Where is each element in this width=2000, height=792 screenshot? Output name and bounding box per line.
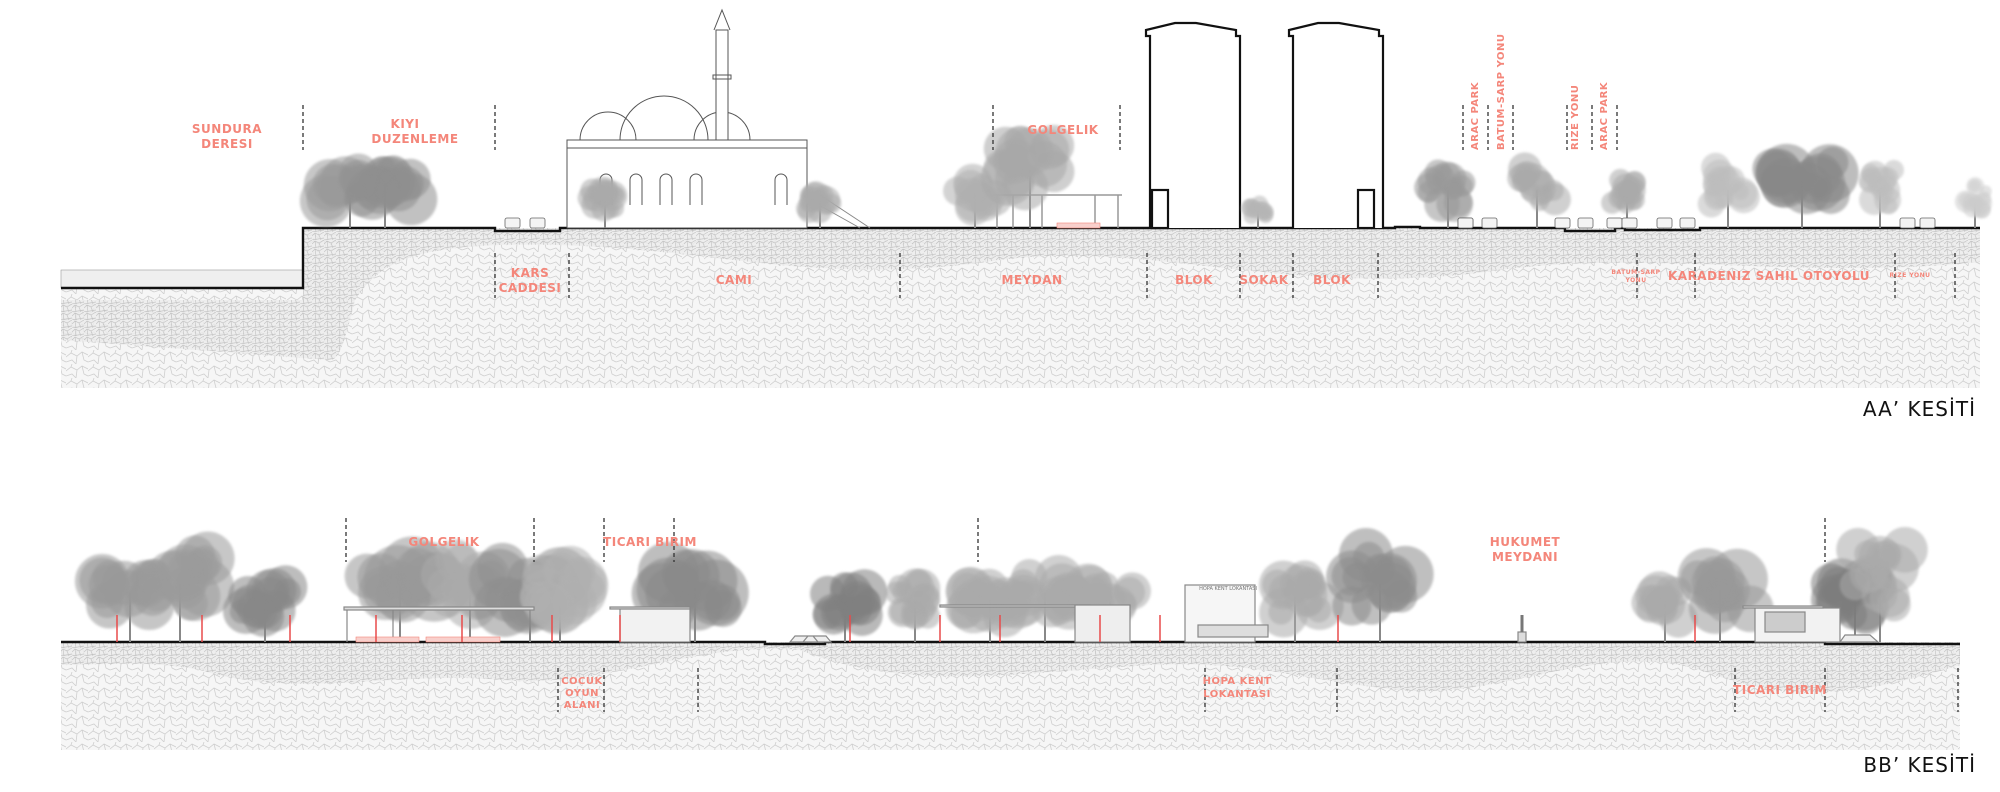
aa-ground-dense-layer: [61, 228, 1980, 360]
label-arac-park-2: ARAC PARK: [1599, 81, 1610, 150]
label-sokak: SOKAK: [1239, 273, 1288, 287]
tree-icon: [1836, 526, 1928, 642]
tree-icon: [1631, 571, 1698, 642]
label-rize-yonu: RIZE YONU: [1570, 85, 1581, 150]
label-cocuk-oyun-alani-3: ALANI: [564, 700, 600, 711]
label-hukumet-meydani-1: HUKUMET: [1490, 535, 1561, 549]
label-kars-caddesi-2: CADDESI: [499, 281, 562, 295]
label-ticari-birim-lower: TICARI BIRIM: [1733, 683, 1827, 697]
tree-icon: [993, 555, 1097, 642]
tree-icon: [1954, 177, 1992, 228]
label-batum-sarp-small-2: YONU: [1624, 277, 1646, 284]
label-batum-sarp-yonu: BATUM-SARP YONU: [1496, 34, 1507, 150]
label-karadeniz-sahil-otoyolu: KARADENIZ SAHIL OTOYOLU: [1668, 269, 1870, 283]
bb-ground-line: [61, 640, 1960, 646]
label-cami: CAMI: [716, 273, 753, 287]
bb-zone-dividers: [345, 518, 1959, 712]
aa-cars: [504, 217, 1936, 229]
tree-icon: [1414, 159, 1476, 228]
section-title-aa: AA’ KESİTİ: [1863, 397, 1976, 421]
label-kars-caddesi-1: KARS: [511, 266, 549, 280]
bb-red-poles: [116, 615, 1696, 642]
label-golgelik-aa: GOLGELIK: [1027, 123, 1098, 137]
car-icon: [529, 217, 546, 229]
label-blok-2: BLOK: [1313, 273, 1351, 287]
car-icon: [1554, 217, 1571, 229]
label-blok-1: BLOK: [1175, 273, 1213, 287]
tree-icon: [796, 181, 842, 228]
car-icon: [1481, 217, 1498, 229]
label-kiyi-duzenleme-2: DUZENLEME: [371, 132, 458, 146]
car-icon: [1457, 217, 1474, 229]
label-hopa-kent-lokantasi-2: LOKANTASI: [1203, 689, 1271, 700]
label-hopa-kent-lokantasi-1: HOPA KENT: [1203, 676, 1272, 687]
label-meydan: MEYDAN: [1001, 273, 1062, 287]
aa-trees: [299, 124, 1992, 228]
label-batum-sarp-small-1: BATUM-SARP: [1611, 269, 1660, 276]
label-sundura-deresi-1: SUNDURA: [192, 122, 262, 136]
label-hukumet-meydani-2: MEYDANI: [1492, 550, 1558, 564]
tree-icon: [980, 124, 1075, 228]
car-icon: [1577, 217, 1594, 229]
section-title-bb: BB’ KESİTİ: [1863, 753, 1976, 777]
tree-icon: [339, 155, 438, 228]
apartment-blocks: [1144, 21, 1385, 230]
bb-ground-dense-layer: [61, 642, 1960, 692]
car-icon: [1679, 217, 1696, 229]
tree-icon: [1326, 528, 1434, 642]
bb-trees: [74, 526, 1928, 642]
tree-icon: [1697, 152, 1760, 228]
tree-icon: [223, 565, 308, 642]
aa-section: SUNDURA DERESI KIYI DUZENLEME GOLGELIK A…: [60, 8, 1992, 421]
tree-icon: [1858, 159, 1904, 228]
bb-structures: [343, 584, 1880, 643]
aa-ground-line: [61, 225, 1980, 290]
aa-zone-dividers: [302, 105, 1956, 298]
label-ticari-birim-upper: TICARI BIRIM: [603, 535, 697, 549]
label-cocuk-oyun-alani-1: COCUK: [561, 676, 603, 687]
tree-icon: [1507, 152, 1571, 228]
car-icon: [1606, 217, 1623, 229]
tree-icon: [137, 531, 235, 642]
label-sundura-deresi-2: DERESI: [201, 137, 253, 151]
car-icon: [1919, 217, 1936, 229]
tree-icon: [1241, 195, 1274, 228]
tree-icon: [519, 545, 609, 642]
car-icon: [1656, 217, 1673, 229]
car-icon: [504, 217, 521, 229]
tree-icon: [1752, 143, 1859, 228]
tree-icon: [1677, 548, 1774, 642]
label-golgelik-bb: GOLGELIK: [408, 535, 479, 549]
label-rize-yonu-small: RIZE YONU: [1889, 272, 1930, 279]
bb-section: HOPA KENT LOKANTASI GOLGELIK TICARI BIRI…: [61, 518, 1976, 777]
tree-icon: [884, 568, 941, 642]
label-cocuk-oyun-alani-2: OYUN: [565, 688, 599, 699]
tree-icon: [810, 569, 888, 642]
aa-water: [60, 269, 304, 289]
tree-icon: [1601, 168, 1646, 228]
car-icon: [1899, 217, 1916, 229]
building-sign-hopa-kent-lokantasi: HOPA KENT LOKANTASI: [1199, 586, 1257, 592]
car-icon: [1621, 217, 1638, 229]
tree-icon: [577, 176, 628, 228]
label-kiyi-duzenleme-1: KIYI: [391, 117, 420, 131]
label-arac-park-1: ARAC PARK: [1470, 81, 1481, 150]
tree-icon: [1259, 560, 1344, 642]
